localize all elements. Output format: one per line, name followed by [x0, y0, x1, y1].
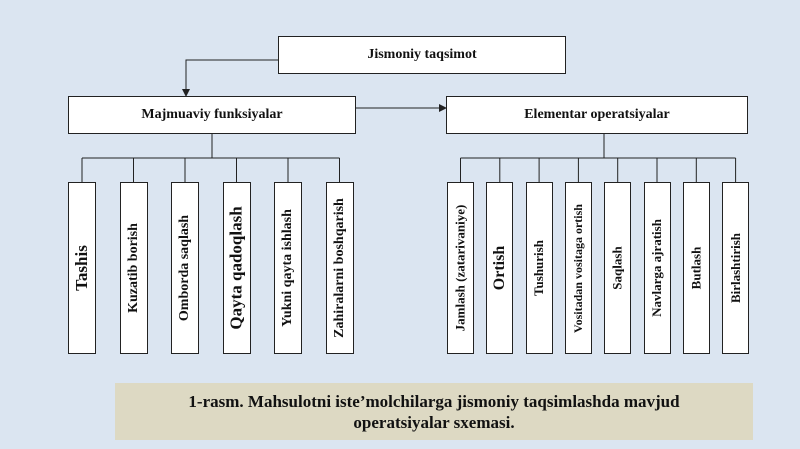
left-item-box: Kuzatib borish: [119, 182, 148, 354]
right-item-label: Saqlash: [609, 246, 625, 290]
right-title-label: Elementar operatsiyalar: [524, 107, 670, 122]
left-item-label: Tashis: [72, 245, 91, 291]
left-tree-lines: [81, 134, 340, 182]
right-item-box: Butlash: [682, 182, 710, 354]
root-box: Jismoniy taqsimot: [278, 36, 566, 74]
caption-line-1: 1-rasm. Mahsulotni iste’molchilarga jism…: [188, 391, 680, 411]
left-item-box: Qayta qadoqlash: [222, 182, 251, 354]
right-item-box: Ortish: [486, 182, 514, 354]
left-item-label: Yukni qayta ishlash: [280, 209, 295, 327]
right-item-label: Jamlash (zatarivaniye): [452, 204, 468, 332]
right-item-box: Vositadan vositaga ortish: [564, 182, 592, 354]
right-item-box: Navlarga ajratish: [643, 182, 671, 354]
left-item-box: Tashis: [68, 182, 96, 354]
right-item-box: Tushurish: [525, 182, 553, 354]
right-item-label: Tushurish: [531, 240, 547, 296]
figure-caption: 1-rasm. Mahsulotni iste’molchilarga jism…: [115, 383, 753, 440]
right-item-label: Navlarga ajratish: [649, 219, 665, 317]
root-label: Jismoniy taqsimot: [367, 47, 477, 62]
left-item-label: Omborda saqlash: [177, 214, 193, 322]
left-item-label: Qayta qadoqlash: [226, 206, 246, 330]
right-item-label: Ortish: [490, 245, 508, 291]
connector-root-to-left: [182, 59, 278, 97]
right-item-label: Birlashtirish: [727, 232, 743, 304]
right-item-label: Butlash: [688, 246, 704, 290]
left-item-box: Zahiralarni boshqarish: [325, 182, 354, 354]
right-item-label: Vositadan vositaga ortish: [570, 203, 585, 333]
right-title-box: Elementar operatsiyalar: [446, 96, 748, 134]
left-title-label: Majmuaviy funksiyalar: [141, 107, 283, 122]
left-item-label: Zahiralarni boshqarish: [331, 198, 347, 338]
left-item-label: Kuzatib borish: [125, 223, 141, 313]
left-title-box: Majmuaviy funksiyalar: [68, 96, 356, 134]
right-item-box: Saqlash: [604, 182, 632, 354]
caption-line-2: operatsiyalar sxemasi.: [353, 412, 515, 432]
right-item-box: Birlashtirish: [722, 182, 750, 354]
left-item-box: Yukni qayta ishlash: [274, 182, 302, 354]
right-item-box: Jamlash (zatarivaniye): [447, 182, 474, 354]
right-tree-lines: [460, 134, 737, 182]
left-item-box: Omborda saqlash: [171, 182, 199, 354]
